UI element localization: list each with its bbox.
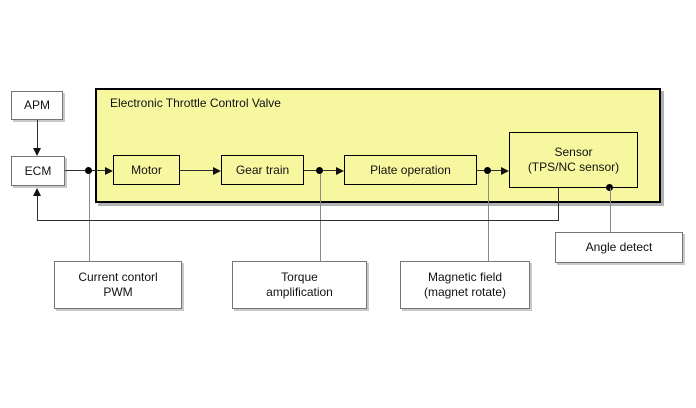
- gear-to-plate-arrowhead-icon: [336, 167, 344, 175]
- sensor-label-line2: (TPS/NC sensor): [527, 160, 620, 174]
- feedback-horizontal-line: [37, 220, 559, 221]
- apm-node: APM: [11, 91, 63, 120]
- feedback-to-ecm-arrowhead-icon: [33, 188, 41, 196]
- torque-amplification-line1: Torque: [281, 270, 318, 285]
- ecm-label: ECM: [24, 163, 52, 178]
- motor-to-gear-arrowhead-icon: [213, 167, 221, 175]
- sensor-bottom-junction-dot: [606, 184, 613, 191]
- plate-to-sensor-arrowhead-icon: [501, 167, 509, 175]
- etc-valve-title: Electronic Throttle Control Valve: [110, 96, 281, 110]
- torque-amplification-node: Torque amplification: [232, 261, 367, 309]
- gear-train-label: Gear train: [235, 162, 290, 177]
- ecm-to-motor-arrowhead-icon: [105, 167, 113, 175]
- plate-sensor-junction-dot: [484, 167, 491, 174]
- junction-to-current-control-line: [89, 174, 90, 261]
- sensor-to-angle-detect-line: [610, 188, 611, 232]
- magnetic-field-node: Magnetic field (magnet rotate): [400, 261, 530, 309]
- feedback-up-line: [37, 196, 38, 221]
- gear-train-node: Gear train: [221, 155, 304, 185]
- sensor-node: Sensor (TPS/NC sensor): [509, 132, 638, 188]
- current-control-pwm-line2: PWM: [103, 285, 133, 299]
- torque-amplification-line2: amplification: [266, 285, 333, 299]
- sensor-feedback-down-line: [558, 188, 559, 221]
- magnetic-field-line2: (magnet rotate): [423, 285, 507, 299]
- plate-operation-label: Plate operation: [370, 162, 451, 177]
- angle-detect-node: Angle detect: [555, 232, 683, 263]
- junction-to-torque-line: [320, 174, 321, 261]
- motor-to-gear-line: [180, 170, 213, 171]
- gear-plate-junction-dot: [316, 167, 323, 174]
- etc-valve-container: Electronic Throttle Control Valve: [95, 88, 661, 203]
- apm-to-ecm-arrowhead-icon: [33, 148, 41, 156]
- junction-to-magnetic-field-line: [488, 174, 489, 261]
- apm-to-ecm-line: [37, 120, 38, 149]
- apm-label: APM: [23, 98, 50, 113]
- ecm-motor-junction-dot: [85, 167, 92, 174]
- motor-label: Motor: [131, 162, 162, 177]
- motor-node: Motor: [113, 155, 180, 185]
- sensor-label-line1: Sensor: [554, 145, 593, 160]
- current-control-pwm-line1: Current contorl: [78, 270, 158, 285]
- angle-detect-label: Angle detect: [585, 240, 653, 255]
- current-control-pwm-node: Current contorl PWM: [54, 261, 182, 309]
- magnetic-field-line1: Magnetic field: [427, 270, 503, 285]
- ecm-node: ECM: [11, 156, 65, 186]
- plate-operation-node: Plate operation: [344, 155, 477, 185]
